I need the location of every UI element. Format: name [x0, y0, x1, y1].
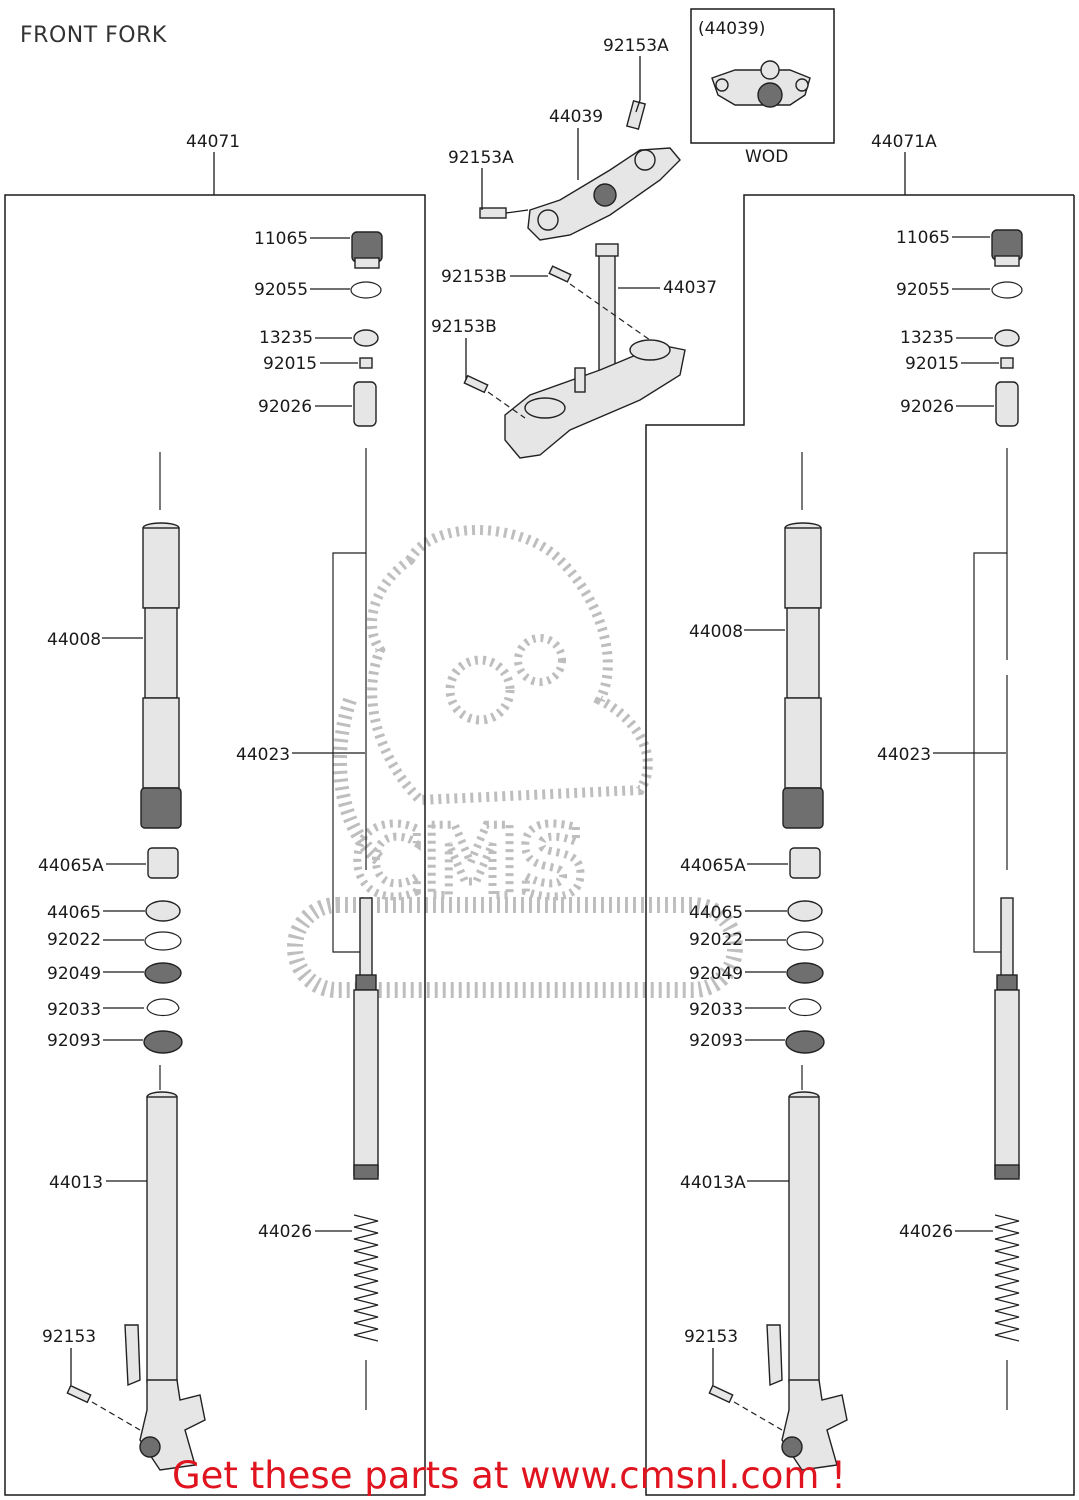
left-washer-drawing	[144, 931, 182, 951]
right-bolt-drawing	[708, 1384, 734, 1404]
right-washer-drawing	[786, 931, 824, 951]
left-washer-label: 92022	[47, 930, 101, 950]
right-bushing-a-drawing	[789, 847, 821, 879]
inset-ref-label: (44039)	[698, 19, 765, 39]
left-cap-label: 11065	[254, 229, 308, 249]
stem-label: 44037	[663, 278, 717, 298]
cms-mascot-watermark: CMS	[287, 525, 743, 998]
right-bushing-a-label: 44065A	[680, 856, 746, 876]
left-dust-seal-label: 92093	[47, 1031, 101, 1051]
right-dust-seal-drawing	[785, 1030, 825, 1054]
right-bushing-label: 44065	[689, 903, 743, 923]
upper-bracket-label: 44039	[549, 107, 603, 127]
left-bushing-label: 44065	[47, 903, 101, 923]
left-bushing-drawing	[145, 900, 181, 922]
right-circlip-label: 92033	[689, 1000, 743, 1020]
left-oring-label: 92055	[254, 280, 308, 300]
right-assembly-label: 44071A	[871, 132, 937, 152]
left-seal-label: 92049	[47, 964, 101, 984]
right-assembly-frame	[645, 194, 1075, 1496]
left-outer-tube-label: 44008	[47, 630, 101, 650]
left-spring-label: 44026	[258, 1222, 312, 1242]
promo-banner: Get these parts at www.cmsnl.com !	[172, 1454, 846, 1497]
bolt-b-label-1: 92153B	[441, 267, 507, 287]
left-nut-drawing	[353, 329, 379, 347]
left-bolt-drawing	[66, 1384, 92, 1404]
right-nut-drawing	[994, 329, 1020, 347]
left-cartridge-label: 44023	[236, 745, 290, 765]
right-spring-drawing	[994, 1214, 1020, 1410]
right-collar-label: 92026	[900, 397, 954, 417]
bolt-a-label-1: 92153A	[603, 36, 669, 56]
right-seal-drawing	[786, 962, 824, 984]
right-inner-tube-drawing	[766, 1065, 848, 1471]
upper-bracket-drawing	[479, 100, 681, 241]
left-cartridge-drawing	[332, 448, 379, 1180]
left-assembly-label: 44071	[186, 132, 240, 152]
watermark-text: CMS	[352, 806, 587, 918]
right-outer-tube-label: 44008	[689, 622, 743, 642]
right-nut-label: 13235	[900, 328, 954, 348]
bolt-b-label-2: 92153B	[431, 317, 497, 337]
left-spring-drawing	[353, 1214, 379, 1410]
right-circlip-drawing	[788, 998, 822, 1017]
right-cap-drawing	[991, 229, 1023, 267]
right-bolt-label: 92153	[684, 1327, 738, 1347]
left-bolt-label: 92153	[42, 1327, 96, 1347]
left-inner-tube-drawing	[124, 1065, 206, 1471]
left-dust-seal-drawing	[143, 1030, 183, 1054]
wod-inset: (44039) WOD	[690, 8, 835, 167]
upper-bracket-inset-drawing	[711, 60, 811, 108]
page-title: FRONT FORK	[20, 23, 167, 48]
bolt-a-label-2: 92153A	[448, 148, 514, 168]
left-bushing-a-label: 44065A	[38, 856, 104, 876]
right-washer-label: 92022	[689, 930, 743, 950]
left-oring-drawing	[350, 281, 382, 299]
right-seal-label: 92049	[689, 964, 743, 984]
right-oring-drawing	[991, 281, 1023, 299]
right-nut-small-drawing	[1000, 357, 1014, 369]
right-oring-label: 92055	[896, 280, 950, 300]
right-bushing-drawing	[787, 900, 823, 922]
right-cartridge-label: 44023	[877, 745, 931, 765]
left-nut-small-label: 92015	[263, 354, 317, 374]
left-circlip-drawing	[146, 998, 180, 1017]
right-nut-small-label: 92015	[905, 354, 959, 374]
right-cartridge-drawing	[973, 448, 1020, 1180]
left-nut-label: 13235	[259, 328, 313, 348]
left-circlip-label: 92033	[47, 1000, 101, 1020]
inset-note-label: WOD	[745, 147, 788, 167]
left-cap-drawing	[351, 231, 383, 269]
left-assembly-frame	[4, 194, 426, 1496]
stem-lower-bracket-drawing	[463, 243, 686, 459]
right-dust-seal-label: 92093	[689, 1031, 743, 1051]
right-inner-tube-label: 44013A	[680, 1173, 746, 1193]
left-inner-tube-label: 44013	[49, 1173, 103, 1193]
right-cap-label: 11065	[896, 228, 950, 248]
right-spring-label: 44026	[899, 1222, 953, 1242]
left-collar-drawing	[353, 381, 377, 427]
left-seal-drawing	[144, 962, 182, 984]
right-collar-drawing	[995, 381, 1019, 427]
left-outer-tube-drawing	[140, 452, 182, 829]
left-collar-label: 92026	[258, 397, 312, 417]
right-outer-tube-drawing	[782, 452, 824, 829]
left-nut-small-drawing	[359, 357, 373, 369]
left-bushing-a-drawing	[147, 847, 179, 879]
